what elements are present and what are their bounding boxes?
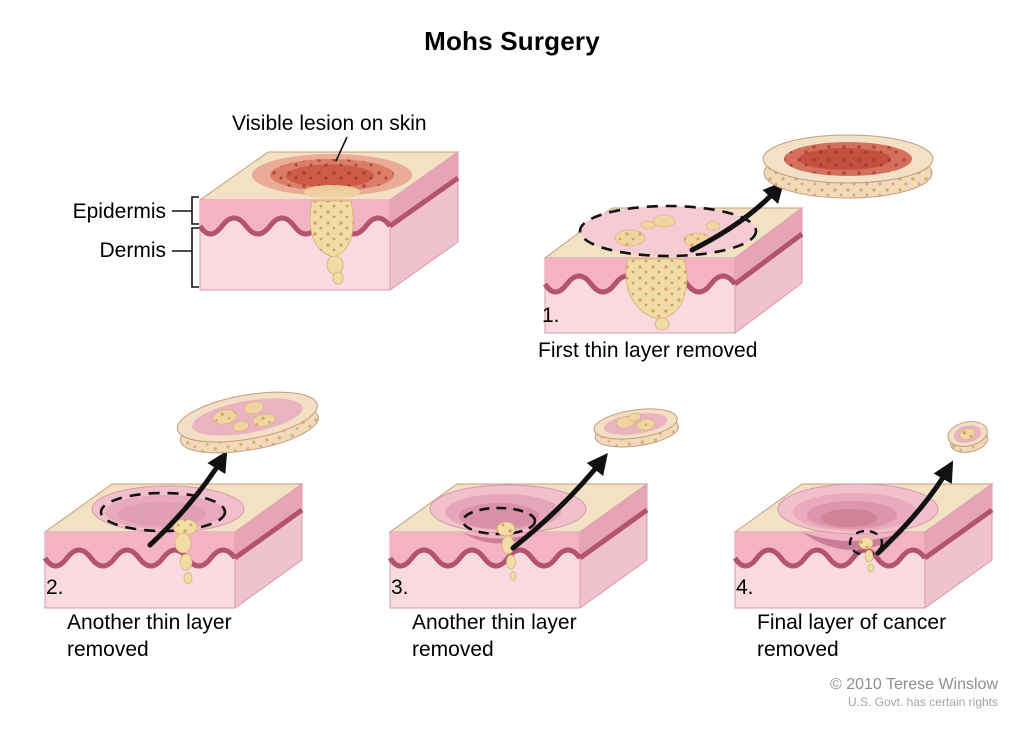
step-3-skin-block-illustration — [387, 453, 649, 609]
step-2-skin-block-illustration — [42, 450, 304, 609]
step-2-caption: Another thin layer removed — [67, 611, 232, 661]
epidermis-bracket — [172, 196, 199, 225]
step-2-tumor-cross-section — [172, 518, 198, 584]
page-title: Mohs Surgery — [424, 26, 600, 56]
step-4-removed-layer-illustration — [947, 421, 989, 453]
tumor-cross-section — [304, 185, 360, 285]
step-1-removed-layer-illustration — [762, 134, 934, 199]
step-4-number: 4. — [736, 576, 754, 599]
step-1-excision-outline — [578, 204, 758, 258]
step-3-caption: Another thin layer removed — [412, 611, 577, 661]
step-3-removed-layer-illustration — [593, 408, 679, 448]
dermis-bracket — [172, 227, 199, 288]
step-2-number: 2. — [46, 576, 64, 599]
step-1-number: 1. — [542, 304, 560, 327]
copyright-line: © 2010 Terese Winslow — [829, 676, 998, 693]
step-2-excision-outline — [99, 491, 227, 533]
lesion-pointer-line — [335, 136, 348, 162]
step-2-removed-layer-illustration — [176, 391, 319, 454]
intro-skin-block-illustration — [172, 136, 460, 291]
dermis-label: Dermis — [99, 239, 167, 262]
lesion-illustration — [252, 154, 412, 196]
step-1-tumor-cross-section — [625, 258, 688, 331]
step-1-skin-block-illustration — [542, 181, 804, 334]
residual-tumor-patches — [614, 214, 721, 248]
step-1-caption: First thin layer removed — [538, 339, 758, 362]
rights-line: U.S. Govt. has certain rights — [847, 695, 998, 709]
step-4-tumor-cross-section — [858, 536, 875, 573]
step-4-crater — [777, 483, 939, 550]
epidermis-label: Epidermis — [72, 200, 166, 223]
step-4-arrow-icon — [875, 460, 954, 556]
step-4-caption: Final layer of cancer removed — [757, 611, 947, 661]
step-2-arrow-icon — [147, 450, 228, 548]
credit-block: © 2010 Terese Winslow U.S. Govt. has cer… — [830, 676, 998, 709]
step-3-excision-outline — [461, 506, 537, 536]
step-3-arrow-icon — [510, 453, 608, 551]
step-1-arrow-icon — [689, 181, 785, 253]
visible-lesion-label: Visible lesion on skin — [232, 112, 427, 135]
step-3-number: 3. — [391, 576, 409, 599]
step-4-skin-block-illustration — [732, 460, 994, 609]
